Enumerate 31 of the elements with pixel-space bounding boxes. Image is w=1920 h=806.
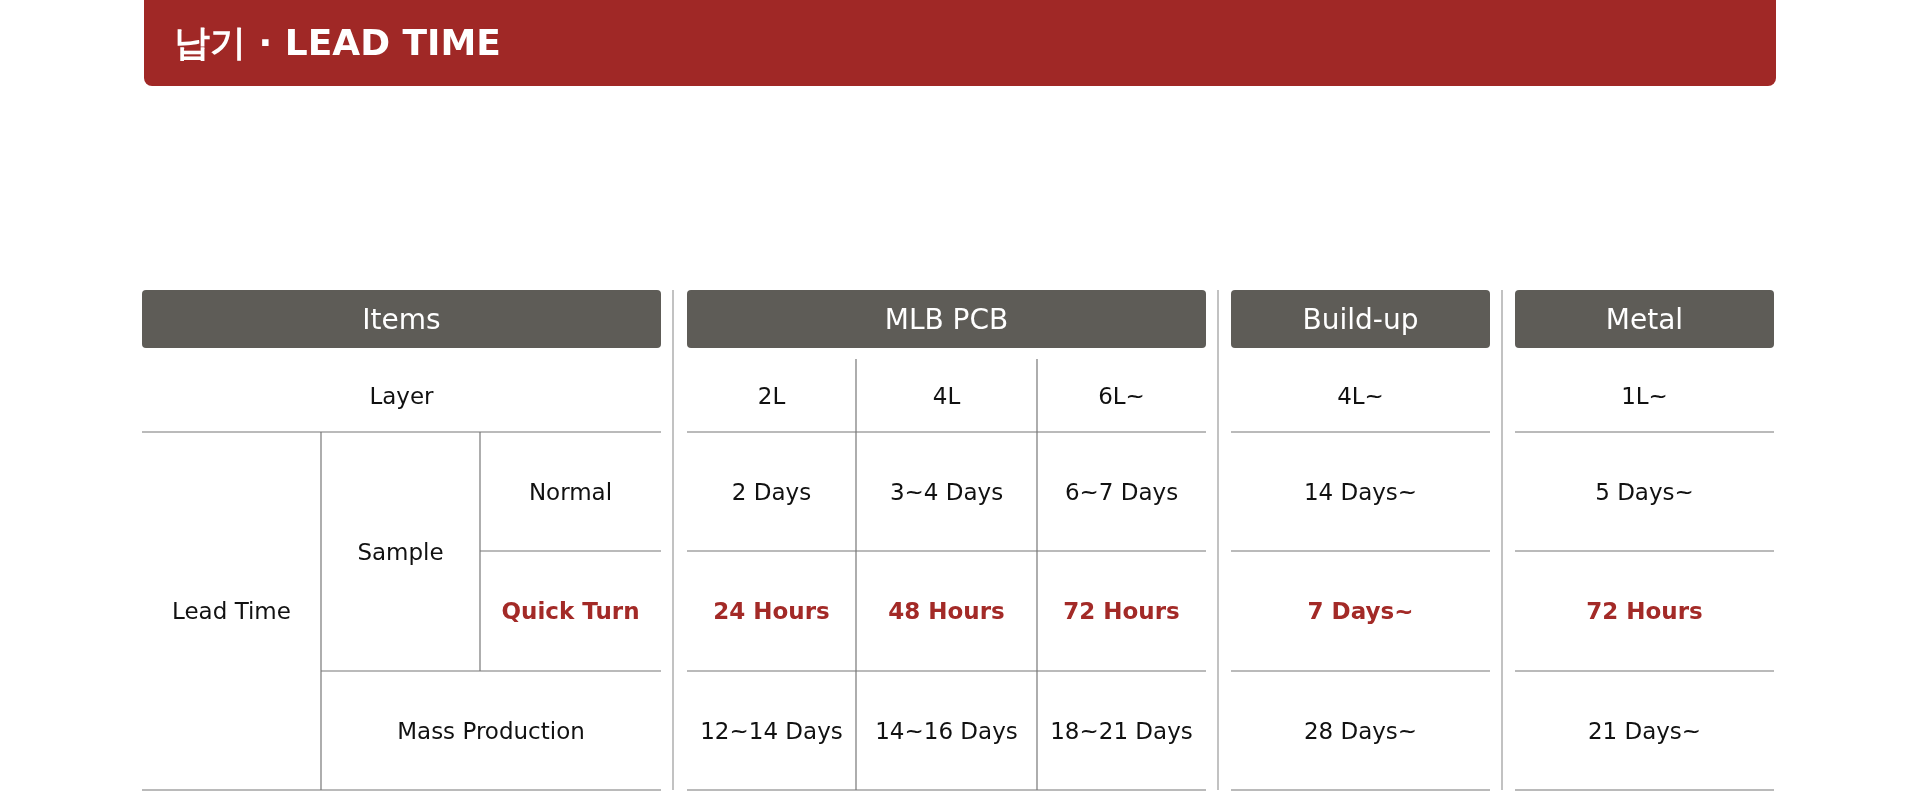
row-label: Quick Turn (501, 598, 640, 624)
quick-turn-value: 48 Hours (888, 598, 1005, 624)
value-text: 5 Days~ (1595, 478, 1694, 505)
column-header: Build-up (1231, 290, 1490, 348)
row-label: Lead Time (172, 598, 291, 624)
value-text: 2L (757, 382, 786, 409)
row-label: Sample (357, 538, 444, 565)
value-text: 14 Days~ (1303, 478, 1418, 505)
value-text: 18~21 Days (1050, 717, 1193, 744)
row-label: Layer (369, 382, 434, 409)
column-header: Metal (1515, 290, 1774, 348)
value-text: 4L (932, 382, 961, 409)
quick-turn-value: 72 Hours (1586, 598, 1703, 624)
value-text: 21 Days~ (1587, 717, 1702, 744)
value-text: 4L~ (1337, 382, 1384, 409)
quick-turn-value: 72 Hours (1063, 598, 1180, 624)
value-text: 12~14 Days (700, 717, 843, 744)
column-header: MLB PCB (687, 290, 1206, 348)
value-text: 28 Days~ (1303, 717, 1418, 744)
value-text: 3~4 Days (889, 478, 1004, 505)
value-text: 2 Days (731, 478, 812, 505)
quick-turn-value: 7 Days~ (1307, 598, 1414, 624)
row-label: Normal (528, 478, 613, 505)
value-text: 6~7 Days (1064, 478, 1179, 505)
title-bar: 납기 · LEAD TIME (144, 0, 1776, 86)
value-text: 6L~ (1098, 382, 1145, 409)
quick-turn-value: 24 Hours (713, 598, 830, 624)
column-header: Items (142, 290, 661, 348)
value-text: 14~16 Days (875, 717, 1018, 744)
row-label: Mass Production (397, 717, 585, 744)
value-text: 1L~ (1621, 382, 1668, 409)
